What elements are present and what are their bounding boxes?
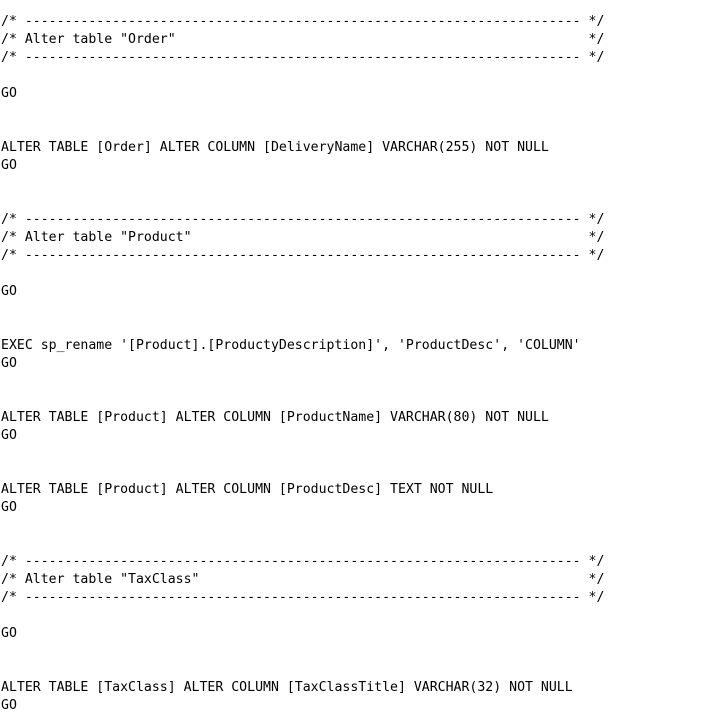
code-line: GO [1,284,17,299]
code-line [1,319,604,337]
code-line [1,463,604,481]
code-line: GO [1,356,17,371]
code-line [1,175,604,193]
code-line: /* Alter table "Product" */ [1,230,605,245]
code-line: /* -------------------------------------… [1,50,605,65]
code-line [1,121,604,139]
code-line: /* Alter table "TaxClass" */ [1,572,605,587]
code-line [1,103,604,121]
code-line: GO [1,86,17,101]
code-line: ALTER TABLE [Product] ALTER COLUMN [Prod… [1,482,494,497]
code-line: GO [1,500,17,515]
code-line [1,301,604,319]
code-line [1,535,604,553]
code-line: EXEC sp_rename '[Product].[ProductyDescr… [1,338,581,353]
code-line: /* -------------------------------------… [1,248,605,263]
code-line: GO [1,698,17,713]
code-line [1,661,604,679]
code-line: /* Alter table "Order" */ [1,32,605,47]
code-line [1,643,604,661]
code-line: ALTER TABLE [Order] ALTER COLUMN [Delive… [1,140,549,155]
code-line: /* -------------------------------------… [1,14,605,29]
code-line: GO [1,158,17,173]
code-line: ALTER TABLE [Product] ALTER COLUMN [Prod… [1,410,549,425]
code-line: GO [1,626,17,641]
code-line [1,193,604,211]
code-line [1,373,604,391]
code-line [1,445,604,463]
code-line [1,607,604,625]
code-line: /* -------------------------------------… [1,590,605,605]
code-line [1,265,604,283]
code-line: /* -------------------------------------… [1,212,605,227]
code-line: ALTER TABLE [TaxClass] ALTER COLUMN [Tax… [1,680,573,695]
code-line: GO [1,428,17,443]
code-line [1,391,604,409]
code-line: /* -------------------------------------… [1,554,605,569]
sql-script-text: /* -------------------------------------… [1,13,604,715]
code-line [1,67,604,85]
code-line [1,517,604,535]
